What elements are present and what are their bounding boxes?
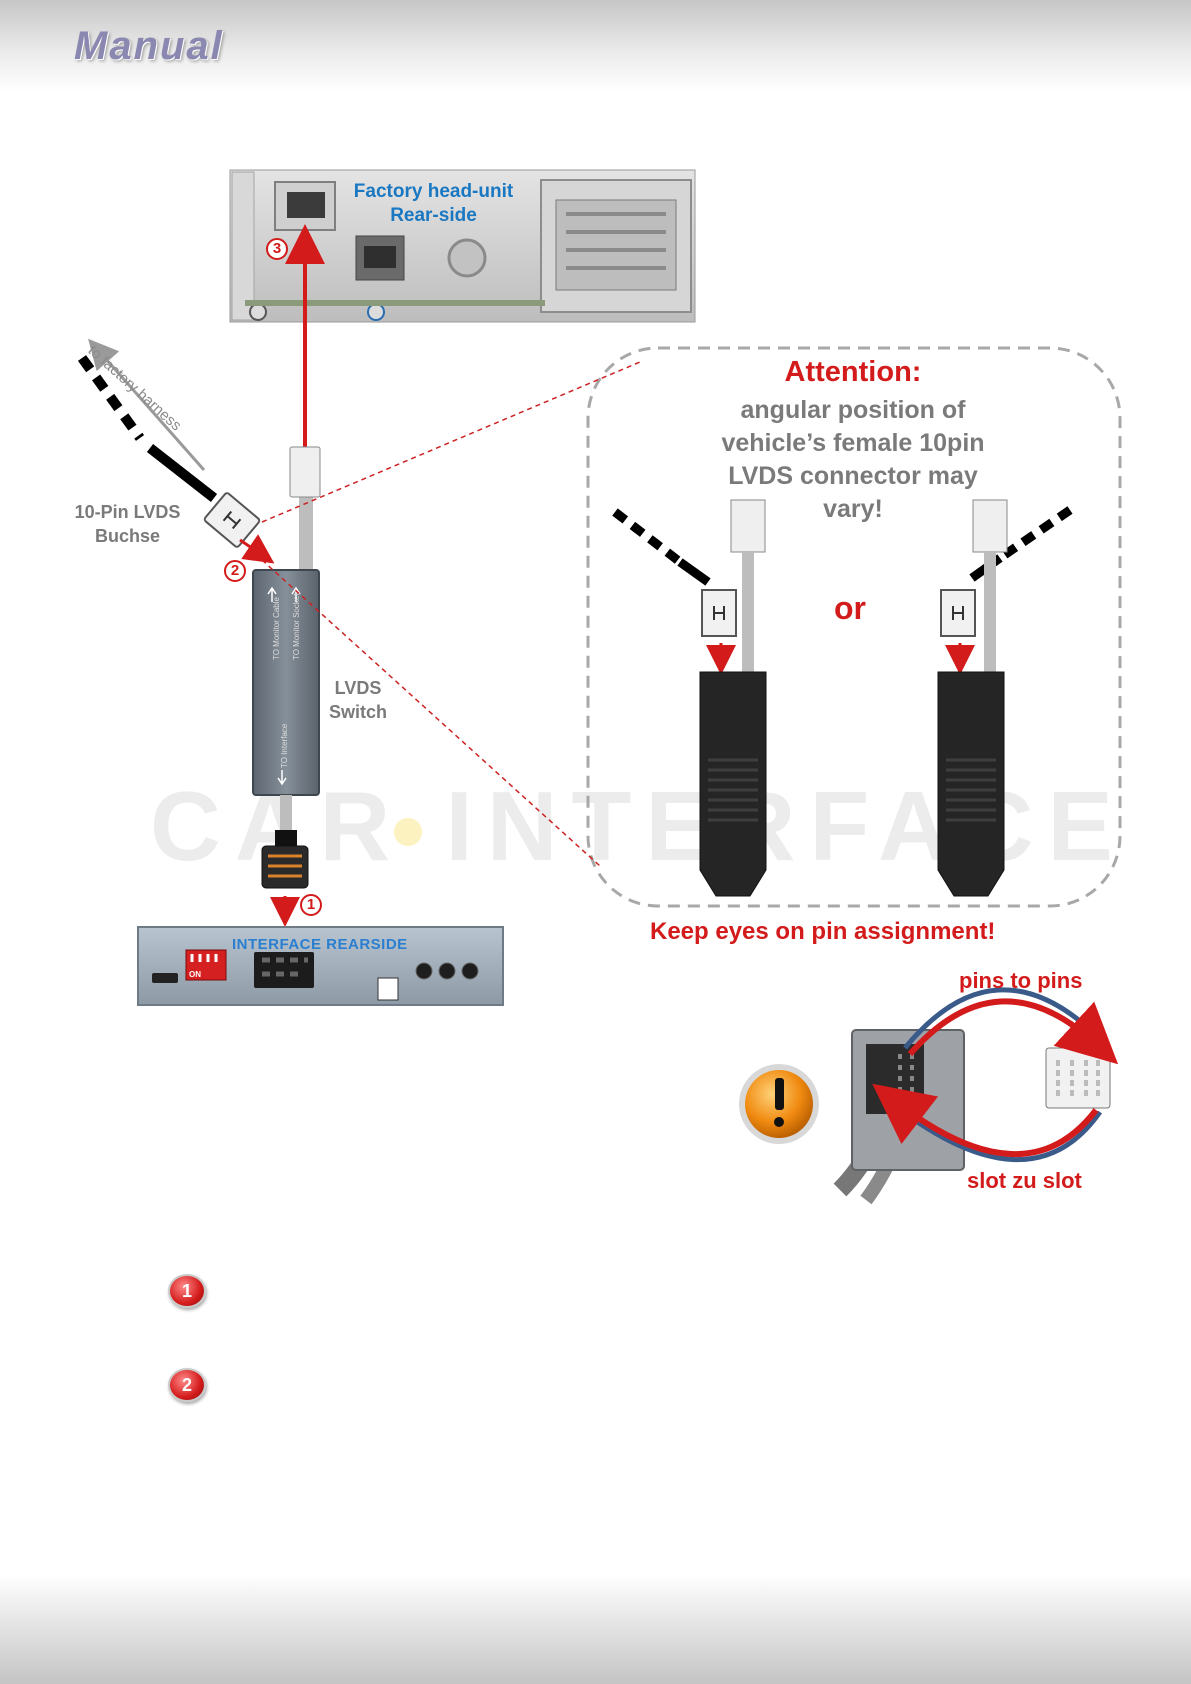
page-header bbox=[0, 0, 1191, 92]
attention-line-2: vehicle’s female 10pin bbox=[721, 429, 985, 457]
usb-port bbox=[152, 973, 178, 983]
step-3-badge: 3 bbox=[266, 238, 288, 260]
harness-cable bbox=[146, 444, 218, 502]
pointer-line-top bbox=[261, 361, 641, 523]
or-label: or bbox=[834, 590, 866, 626]
attention-line-1: angular position of bbox=[740, 396, 966, 424]
watermark-dot bbox=[394, 818, 422, 846]
pins-to-pins-label: pins to pins bbox=[959, 968, 1083, 993]
attention-line-3: LVDS connector may bbox=[728, 462, 978, 490]
pointer-line-bottom bbox=[261, 559, 601, 867]
dip-switch-label: ON bbox=[189, 970, 201, 979]
interface-jack-1 bbox=[415, 962, 433, 980]
interface-jack-2 bbox=[438, 962, 456, 980]
switch-side-label-3: TO Interface bbox=[280, 723, 289, 768]
harness-dotted bbox=[77, 355, 145, 441]
step-2-marker: 2 bbox=[168, 1368, 206, 1402]
variant-right bbox=[937, 499, 1073, 897]
attention-line-4: vary! bbox=[823, 495, 883, 523]
interface-jack-3 bbox=[461, 962, 479, 980]
switch-plug-bottom-black bbox=[275, 830, 297, 846]
manual-title: Manual bbox=[74, 24, 224, 68]
interface-connector bbox=[254, 952, 314, 988]
switch-cable-top bbox=[299, 492, 313, 570]
step-1-marker: 1 bbox=[168, 1274, 206, 1308]
interface-label-sticker bbox=[377, 977, 399, 1001]
connector-label-2: Buchse bbox=[94, 526, 161, 546]
switch-plug-top bbox=[289, 446, 321, 498]
lvds-switch-label-1: LVDS bbox=[334, 678, 382, 698]
connector-label-1: 10-Pin LVDS bbox=[74, 502, 181, 522]
harness-connector bbox=[203, 492, 261, 548]
lvds-switch-label-2: Switch bbox=[328, 702, 387, 722]
page-footer bbox=[0, 1574, 1191, 1684]
arrow-harness-to-switch bbox=[239, 534, 275, 564]
pins-illustration bbox=[833, 987, 1119, 1205]
attention-title: Attention: bbox=[784, 356, 922, 388]
variant-left bbox=[612, 499, 767, 897]
slot-to-slot-label: slot zu slot bbox=[967, 1168, 1082, 1193]
step-2-badge: 2 bbox=[224, 560, 246, 582]
arrow-to-harness bbox=[88, 338, 206, 471]
head-unit-subtitle: Rear-side bbox=[390, 205, 477, 226]
interface-label: INTERFACE REARSIDE bbox=[232, 936, 408, 953]
step-1-badge: 1 bbox=[300, 894, 322, 916]
switch-side-label-1: TO Monitor Cable bbox=[272, 597, 281, 660]
switch-side-label-2: TO Monitor Socket bbox=[292, 593, 301, 660]
attention-box bbox=[586, 346, 1122, 908]
head-unit-title: Factory head-unit bbox=[353, 181, 514, 202]
switch-cable-bottom bbox=[280, 795, 292, 830]
pin-assignment-warning: Keep eyes on pin assignment! bbox=[650, 918, 996, 945]
